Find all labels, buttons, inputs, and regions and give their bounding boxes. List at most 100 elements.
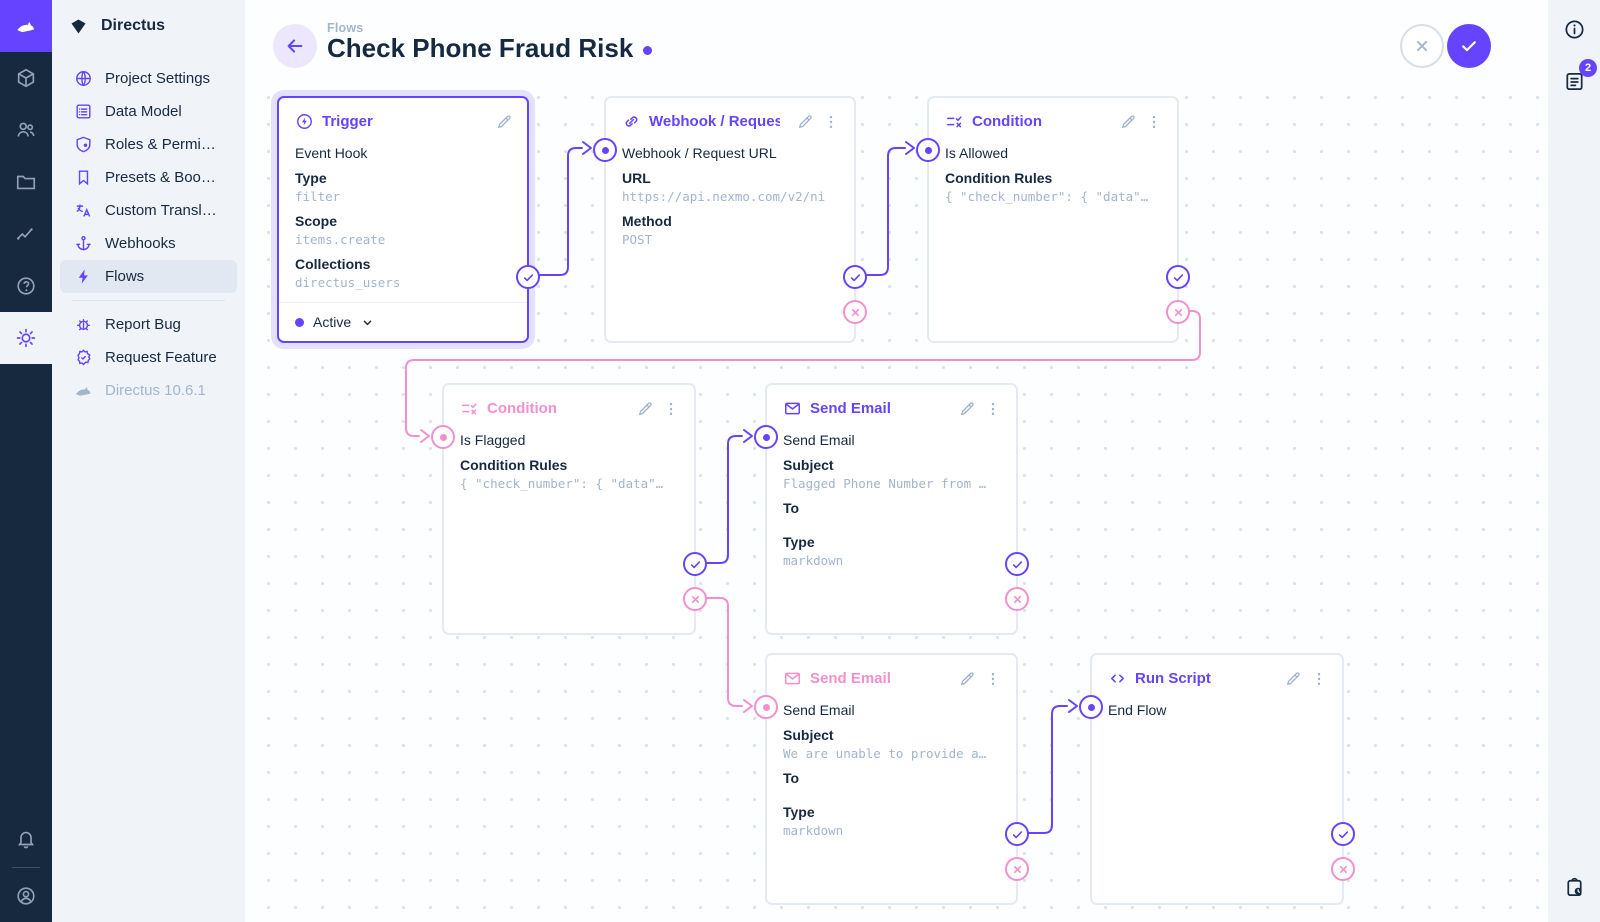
edit-panel-button[interactable]	[1119, 113, 1137, 131]
breadcrumb[interactable]: Flows	[327, 21, 364, 35]
send-email-flagged-panel[interactable]: Send Email Send Email Subject Flagged Ph…	[754, 383, 1029, 635]
send-email-unable-panel[interactable]: Send Email Send Email Subject We are una…	[754, 653, 1029, 905]
back-button[interactable]	[273, 24, 317, 68]
sidebar-item-custom-translations[interactable]: Custom Translations	[60, 194, 237, 227]
right-sidebar: 2	[1548, 0, 1600, 922]
close-icon	[1416, 40, 1428, 52]
condition-flagged-panel[interactable]: Condition Is Flagged Condition Rules { "…	[431, 383, 707, 635]
send-email-flagged-resolve-port[interactable]	[1005, 552, 1029, 576]
info-button[interactable]	[1559, 14, 1589, 44]
condition-flagged-input-port[interactable]	[431, 425, 455, 449]
cube-icon	[17, 68, 35, 88]
webhook-panel[interactable]: Webhook / Request U Webhook / Request UR…	[593, 96, 867, 343]
module-bar-divider	[12, 867, 40, 868]
condition-allowed-input-port[interactable]	[916, 138, 940, 162]
sidebar-item-project-settings[interactable]: Project Settings	[60, 62, 237, 95]
bell-icon	[17, 831, 35, 849]
users-icon	[17, 122, 35, 137]
panel-menu-button[interactable]	[662, 400, 680, 418]
sidebar-item-flows[interactable]: Flows	[60, 260, 237, 293]
condition-flagged-resolve-port[interactable]	[683, 552, 707, 576]
revisions-button[interactable]: 2	[1559, 59, 1597, 96]
pencil-icon	[798, 114, 812, 128]
edit-panel-button[interactable]	[636, 400, 654, 418]
user-menu-button[interactable]	[0, 870, 52, 922]
notifications-button[interactable]	[0, 813, 52, 865]
card-body: Send Email Subject We are unable to prov…	[767, 688, 1016, 838]
panel-menu-button[interactable]	[822, 113, 840, 131]
card-body: Is Flagged Condition Rules { "check_numb…	[444, 418, 694, 491]
sidebar-item-report-bug[interactable]: Report Bug	[60, 308, 237, 341]
webhook-input-port[interactable]	[593, 138, 617, 162]
edit-panel-button[interactable]	[958, 670, 976, 688]
module-files[interactable]	[0, 156, 52, 208]
module-help[interactable]	[0, 260, 52, 312]
send-email-flagged-reject-port[interactable]	[1005, 587, 1029, 611]
sidebar-item-label: Report Bug	[105, 316, 181, 333]
edit-panel-button[interactable]	[1284, 670, 1302, 688]
module-content[interactable]	[0, 52, 52, 104]
webhook-resolve-port[interactable]	[843, 265, 867, 289]
module-users[interactable]	[0, 104, 52, 156]
panel-menu-button[interactable]	[1310, 670, 1328, 688]
arrow-left-icon	[287, 39, 303, 53]
sidebar-item-label: Custom Translations	[105, 202, 223, 219]
webhook-reject-port[interactable]	[843, 300, 867, 324]
edit-panel-button[interactable]	[495, 113, 513, 131]
activity-log-button[interactable]	[1559, 872, 1589, 902]
run-script-resolve-port[interactable]	[1331, 822, 1355, 846]
pencil-icon	[638, 401, 652, 415]
field-label: URL	[622, 170, 651, 186]
sidebar-item-label: Data Model	[105, 103, 182, 120]
flow-status-toggle[interactable]: Active	[279, 302, 527, 341]
sidebar-item-webhooks[interactable]: Webhooks	[60, 227, 237, 260]
notification-badge: 2	[1579, 59, 1597, 77]
field-label: Method	[622, 213, 672, 229]
field-label: To	[783, 770, 800, 786]
condition-allowed-reject-port[interactable]	[1166, 300, 1190, 324]
module-settings[interactable]	[0, 312, 52, 364]
x-icon	[1013, 865, 1021, 873]
trigger-panel[interactable]: Trigger Event Hook Type filter Scope ite…	[277, 96, 540, 343]
field-value: items.create	[295, 232, 386, 247]
sidebar-item-data-model[interactable]: Data Model	[60, 95, 237, 128]
condition-allowed-resolve-port[interactable]	[1166, 265, 1190, 289]
edit-panel-button[interactable]	[958, 400, 976, 418]
info-icon	[1564, 19, 1584, 39]
send-email-unable-input-port[interactable]	[754, 695, 778, 719]
panel-menu-button[interactable]	[984, 670, 1002, 688]
x-icon	[1339, 865, 1347, 873]
condition-allowed-panel[interactable]: Condition Is Allowed Condition Rules { "…	[916, 96, 1190, 343]
send-email-flagged-input-port[interactable]	[754, 425, 778, 449]
discard-button[interactable]	[1400, 24, 1444, 68]
directus-logo[interactable]	[0, 0, 52, 52]
save-button[interactable]	[1447, 24, 1491, 68]
run-script-panel[interactable]: Run Script End Flow	[1079, 653, 1355, 905]
project-header[interactable]: Directus	[52, 0, 245, 52]
link-icon	[622, 112, 641, 131]
card-header: Send Email	[767, 385, 1016, 418]
card-title: Condition	[972, 113, 1042, 130]
card-title: Trigger	[322, 113, 373, 130]
feature-badge-icon	[77, 349, 91, 366]
field-label: Subject	[783, 727, 834, 743]
port-dot	[762, 703, 770, 711]
module-insights[interactable]	[0, 208, 52, 260]
sidebar-item-request-feature[interactable]: Request Feature	[60, 341, 237, 374]
condition-flagged-reject-port[interactable]	[683, 587, 707, 611]
send-email-unable-reject-port[interactable]	[1005, 857, 1029, 881]
trigger-resolve-port[interactable]	[516, 265, 540, 289]
pencil-icon	[960, 401, 974, 415]
panel-menu-button[interactable]	[1145, 113, 1163, 131]
sidebar-item-presets-bookmarks[interactable]: Presets & Bookmar...	[60, 161, 237, 194]
shield-icon	[76, 136, 91, 153]
edit-panel-button[interactable]	[796, 113, 814, 131]
run-script-reject-port[interactable]	[1331, 857, 1355, 881]
kebab-menu-icon	[991, 672, 995, 685]
send-email-unable-resolve-port[interactable]	[1005, 822, 1029, 846]
panel-menu-button[interactable]	[984, 400, 1002, 418]
field-value: Flagged Phone Number from …	[783, 476, 987, 491]
run-script-input-port[interactable]	[1079, 695, 1103, 719]
sidebar-item-roles-permissions[interactable]: Roles & Permissions	[60, 128, 237, 161]
